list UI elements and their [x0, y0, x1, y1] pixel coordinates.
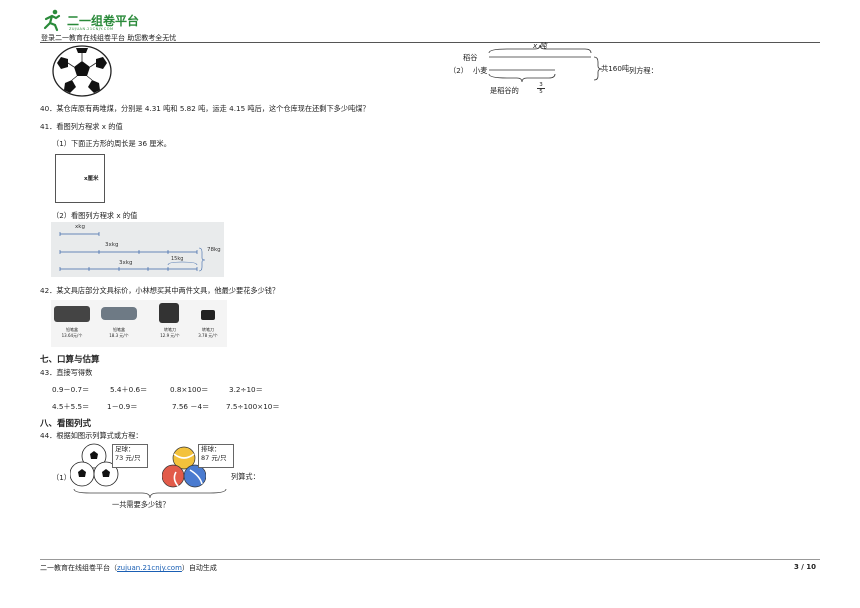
question-44-part1: （1）: [52, 473, 71, 482]
calc-3: 0.8×100＝: [170, 385, 209, 394]
diagram-part-number: （2）: [449, 66, 468, 75]
pencil-box-2-image: [101, 307, 137, 320]
item-1-price: 13.64元/个: [61, 333, 83, 338]
footer-divider: [40, 559, 820, 560]
soccer-balls-icon: [70, 443, 119, 487]
calc-2: 5.4＋0.6＝: [110, 385, 148, 394]
question-41-part2: （2）看图列方程求 x 的值: [52, 211, 138, 220]
diagram-fraction: 3 5: [537, 82, 545, 95]
soccer-ball-image: [52, 45, 112, 97]
bar-diagram-lines: [59, 232, 206, 272]
diagram-row2-label: 小麦: [473, 66, 488, 75]
balls-figure: 足球： 73 元/只 排球： 87 元/只 一共需要多少钱？: [70, 442, 234, 510]
question-41-part1: （1）下面正方形的周长是 36 厘米。: [52, 139, 171, 148]
page-number: 3 / 10: [794, 563, 817, 571]
volleyball-price-tag: 排球： 87 元/只: [198, 444, 234, 468]
header-divider: [40, 42, 820, 43]
bar-label-3x-top: 3xkg: [105, 242, 119, 248]
logo-subtext: ZUJUAN.21CNJY.COM: [69, 27, 114, 31]
question-42: 42．某文具店部分文具标价，小林想买其中两件文具，他最少要花多少钱？: [40, 286, 280, 295]
item-2-price: 18.3 元/个: [109, 333, 129, 338]
bar-label-15kg: 15kg: [171, 256, 184, 262]
calc-5: 4.5＋5.5＝: [52, 402, 90, 411]
footer-link[interactable]: zujuan.21cnjy.com: [117, 564, 182, 572]
calc-7: 7.56 －4＝: [172, 402, 210, 411]
section-8-title: 八、看图列式: [40, 419, 92, 429]
calc-6: 1－0.9＝: [107, 402, 138, 411]
item-2-name: 铅笔盒: [113, 327, 125, 332]
item-3-name: 转笔刀: [164, 327, 176, 332]
calc-1: 0.9－0.7＝: [52, 385, 90, 394]
footer-source: 二一教育在线组卷平台（zujuan.21cnjy.com）自动生成: [40, 563, 217, 573]
diagram-braces: [488, 44, 603, 83]
site-logo[interactable]: 二一组卷平台 ZUJUAN.21CNJY.COM: [40, 8, 150, 32]
item-1-name: 铅笔盒: [66, 327, 78, 332]
volleyball-tag-label: 排球：: [201, 445, 221, 453]
question-44: 44．根据如图示列算式或方程：: [40, 431, 143, 440]
diagram-row1-label: 稻谷: [463, 53, 478, 62]
pencil-box-1-image: [54, 306, 90, 322]
question-43: 43．直接写得数: [40, 368, 93, 377]
rice-wheat-diagram: x 吨 稻谷 （2） 小麦 共160吨 是稻谷的 3 5 列方程：: [447, 40, 677, 102]
fraction-numerator: 3: [537, 82, 545, 89]
soccer-tag-label: 足球：: [115, 445, 135, 453]
total-brace: [73, 488, 227, 499]
answer-prompt: 列算式：: [231, 472, 260, 481]
footer-prefix: 二一教育在线组卷平台（: [40, 564, 117, 572]
calc-8: 7.5÷100×10＝: [226, 402, 280, 411]
total-question-label: 一共需要多少钱？: [112, 500, 170, 509]
soccer-price-tag: 足球： 73 元/只: [112, 444, 148, 468]
soccer-tag-price: 73 元/只: [115, 454, 141, 462]
bar-label-x: xkg: [75, 224, 85, 230]
runner-logo-icon: [43, 9, 61, 32]
item-3-price: 12.9 元/个: [160, 333, 180, 338]
section-7-title: 七、口算与估算: [40, 355, 100, 365]
question-41-title: 41．看图列方程求 x 的值: [40, 122, 123, 131]
square-figure: [55, 154, 105, 203]
diagram-equation-prompt: 列方程：: [629, 66, 658, 75]
bar-label-3x-bottom: 3xkg: [119, 260, 133, 266]
bar-diagram: xkg 3xkg 3xkg 15kg 78kg: [51, 222, 224, 277]
diagram-total-label: 共160吨: [601, 64, 630, 73]
question-40: 40．某仓库原有两堆煤，分别是 4.31 吨和 5.82 吨，运走 4.15 吨…: [40, 104, 370, 113]
volleyballs-icon: [162, 446, 206, 488]
square-side-label: x厘米: [84, 176, 99, 182]
volleyball-tag-price: 87 元/只: [201, 454, 227, 462]
item-4-price: 3.78 元/个: [198, 333, 218, 338]
diagram-bottom-label: 是稻谷的: [490, 86, 519, 95]
item-4-name: 转笔刀: [202, 327, 214, 332]
fraction-denominator: 5: [539, 89, 543, 95]
header-tagline: 登录二一教育在线组卷平台 助您教考全无忧: [41, 34, 177, 42]
stationery-photo-strip: 铅笔盒 13.64元/个 铅笔盒 18.3 元/个 转笔刀 12.9 元/个 转…: [51, 300, 227, 347]
sharpener-1-image: [159, 303, 179, 323]
sharpener-2-image: [201, 310, 215, 320]
logo-text: 二一组卷平台: [67, 14, 140, 28]
bar-label-total: 78kg: [207, 247, 221, 253]
calc-4: 3.2÷10＝: [229, 385, 263, 394]
footer-suffix: ）自动生成: [181, 564, 217, 572]
